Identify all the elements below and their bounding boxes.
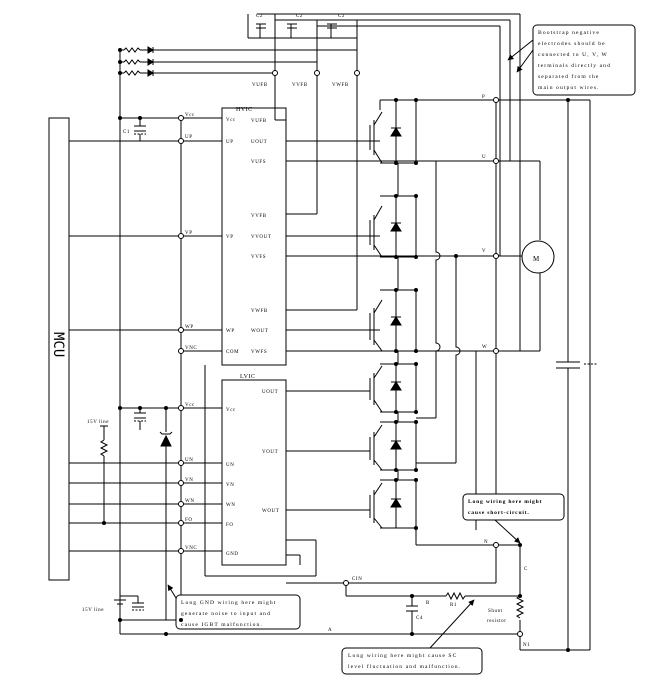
cap-c2-b-label: C2 (296, 14, 303, 19)
motor-symbol (521, 240, 555, 274)
cap-c1-label: C1 (123, 130, 130, 135)
hvic-ext-wp: WP (185, 325, 194, 330)
hvic-pin-vvfs: VVFS (251, 255, 266, 260)
hvic-pin-vcc: Vcc (226, 118, 236, 123)
note-gnd-line3: cause IGBT malfunction. (181, 621, 263, 628)
note-gnd-line2: generate noise to input and (181, 611, 271, 617)
node-v-label: V (482, 249, 486, 254)
igbt-high-w (369, 289, 417, 352)
igbt-high-u (369, 100, 417, 164)
note-bootstrap-line2: electrodes should be (538, 41, 606, 47)
hvic-pin-wout: WOUT (251, 329, 268, 334)
hvic-pin-vp: VP (226, 235, 234, 240)
mcu-block (48, 117, 70, 581)
hvic-pin-vwfb: VWFB (251, 309, 268, 314)
hvic-ext-up: UP (185, 135, 193, 140)
node-c-label: C (524, 567, 528, 572)
hvic-top-label-vvfb: VVFB (292, 83, 308, 88)
hvic-top-label-vwfb: VWFB (332, 83, 349, 88)
hvic-pin-vwfs: VWFS (251, 350, 267, 355)
igbt-low-v (369, 421, 417, 471)
igbt-low-u (369, 363, 417, 413)
igbt-low-w (369, 479, 417, 529)
lvic-pin-vn: VN (226, 483, 234, 488)
node-n1-label: N1 (523, 643, 530, 648)
cap-c2-c-label: C2 (338, 14, 345, 19)
note-bootstrap-line6: main output wires. (538, 85, 600, 91)
cap-c2-a-label: C2 (256, 14, 263, 19)
mcu-label: MCU (50, 332, 66, 357)
hvic-top-label-vufb: VUFB (252, 83, 268, 88)
terminal-circles (178, 70, 523, 637)
node-u-label: U (482, 155, 486, 160)
lvic-pin-wn: WN (226, 503, 236, 508)
note-sc-level-line2: level fluctuation and malfunction. (348, 663, 461, 670)
hvic-pin-up: UP (226, 140, 234, 145)
motor-label: M (533, 255, 540, 263)
note-box-short-circuit (462, 493, 565, 521)
hvic-title: HVIC (236, 107, 253, 113)
hvic-pin-com: COM (226, 350, 239, 355)
lvic-ext-vcc: Vcc (185, 403, 195, 408)
shunt-label-line1: Shunt (488, 609, 503, 614)
hvic-block (221, 107, 287, 366)
note-bootstrap-line1: Bootstrap negative (538, 30, 600, 36)
lvic-ext-un: UN (185, 458, 193, 463)
note-gnd-line1: Long GND wiring here might (181, 600, 276, 606)
hvic-pin-vufb: VUFB (251, 119, 267, 124)
lvic-ext-fo: FO (185, 518, 193, 523)
hvic-pin-vvfb: VVFB (251, 214, 267, 219)
node-p-label: P (482, 95, 485, 100)
lvic-pin-vcc: Vcc (226, 408, 236, 413)
node-cin-label: CIN (352, 577, 362, 582)
note-box-sc-level (341, 647, 483, 675)
lvic-title: LVIC (240, 374, 255, 380)
hvic-pin-wp: WP (226, 329, 235, 334)
note-bootstrap-line4: terminals directly and (538, 63, 611, 69)
node-a-label: A (328, 628, 332, 633)
note-sc-level-line1: Long wiring here might cause SC (348, 653, 457, 659)
hvic-pin-vufs: VUFS (251, 160, 266, 165)
lvic-ext-vnc: VNC (185, 546, 197, 551)
lvic-block (221, 379, 287, 566)
supply-15v-bottom-label: 15V line (82, 608, 104, 613)
node-w-label: W (482, 345, 487, 350)
cap-c4-label: C4 (416, 616, 423, 621)
note-bootstrap-line5: separated from the (538, 73, 599, 80)
supply-15v-top-label: 15V line (87, 420, 109, 425)
hvic-pin-vvout: VVOUT (251, 235, 272, 240)
lvic-pin-vout: VOUT (262, 450, 278, 455)
hvic-pin-uout: UOUT (251, 140, 267, 145)
resistor-r1-label: R1 (450, 603, 457, 608)
hvic-ext-vp: VP (185, 231, 193, 236)
lvic-ext-vn: VN (185, 478, 193, 483)
lvic-pin-wout: WOUT (262, 509, 279, 514)
lvic-ext-wn: WN (185, 499, 195, 504)
hvic-ext-vnc: VNC (185, 346, 197, 351)
note-bootstrap-line3: connected to U, V, W (538, 52, 608, 58)
node-b-label: B (426, 601, 430, 606)
note-sc-line1: Long wiring here might (468, 499, 542, 505)
shunt-label-line2: resistor (487, 619, 507, 624)
lvic-pin-gnd: GND (226, 552, 239, 557)
lvic-pin-uout: UOUT (262, 390, 278, 395)
note-box-bootstrap (532, 24, 636, 96)
igbt-high-v (369, 195, 417, 258)
hvic-ext-vcc: Vcc (185, 113, 195, 118)
note-sc-line2: cause short-circuit. (468, 510, 530, 516)
lvic-pin-fo: FO (226, 523, 234, 528)
node-n-label: N (484, 540, 488, 545)
lvic-pin-un: UN (226, 463, 234, 468)
note-box-gnd-noise (175, 594, 301, 630)
